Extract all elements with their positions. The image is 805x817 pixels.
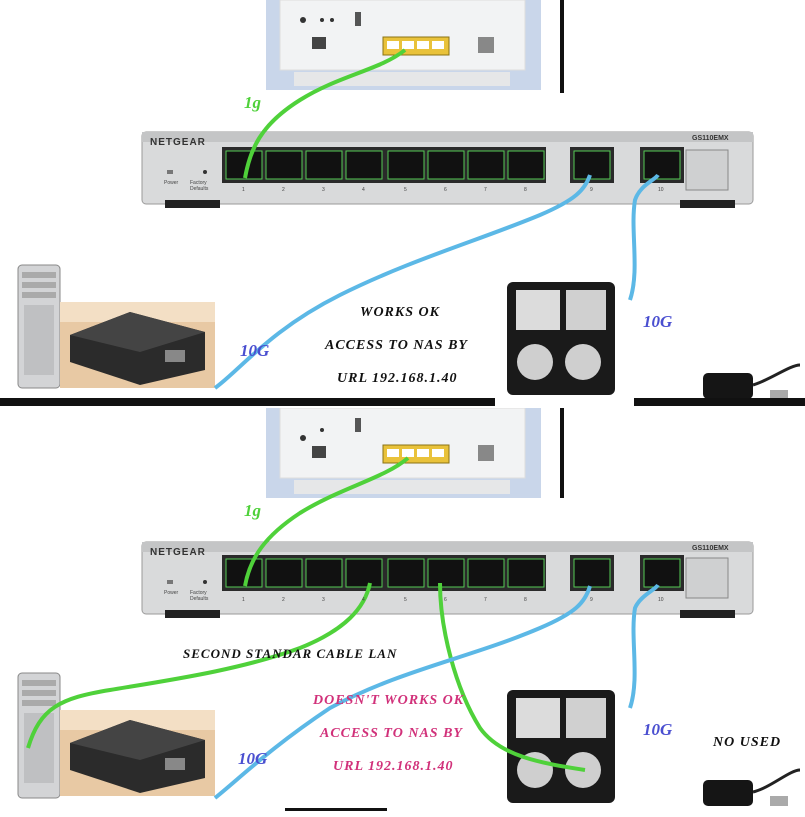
port-number: 7	[484, 597, 487, 603]
scenario-failing-panel: NETGEAR GS110EMX Power Factory Defaults …	[0, 408, 805, 816]
port-number: 6	[444, 187, 447, 193]
thunderbolt-10g-adapter	[60, 710, 215, 796]
switch-brand: NETGEAR	[150, 547, 206, 558]
power-label: Power	[164, 590, 179, 596]
factory-defaults-label: Factory Defaults	[190, 590, 209, 602]
port-number: 9	[590, 597, 593, 603]
power-label: Power	[164, 180, 179, 186]
port-number: 1	[242, 597, 245, 603]
panel-separator	[0, 398, 495, 406]
switch-brand: NETGEAR	[150, 137, 206, 148]
cable-nas-to-switch-port10	[628, 173, 660, 301]
port-number: 4	[362, 187, 365, 193]
router-device	[266, 0, 541, 90]
switch-ports	[225, 558, 681, 588]
switch-ports	[225, 150, 681, 180]
cable-router-to-switch-port1	[243, 48, 407, 179]
bottom-edge-line	[285, 808, 387, 811]
cable-mac-to-switch-port4-second-lan	[26, 582, 372, 749]
mac-link-speed-label: 10G	[238, 749, 268, 768]
router-link-speed-label: 1g	[244, 93, 261, 112]
switch-model: GS110EMX	[692, 545, 729, 552]
port-number: 1	[242, 187, 245, 193]
port-number: 3	[322, 597, 325, 603]
port-number: 7	[484, 187, 487, 193]
port-number: 5	[404, 597, 407, 603]
port-number: 2	[282, 597, 285, 603]
router-link-speed-label: 1g	[244, 501, 261, 520]
port-number: 3	[322, 187, 325, 193]
nas-link-speed-label: 10G	[643, 720, 673, 739]
cable-mac-to-switch-port9	[213, 585, 592, 800]
network-diagram-top	[0, 0, 805, 406]
second-cable-label: SECOND STANDAR CABLE LAN	[183, 646, 398, 661]
status-caption-line: ACCESS TO NAS BY	[325, 338, 468, 353]
port-number: 8	[524, 187, 527, 193]
port-number: 5	[404, 187, 407, 193]
mac-pro-computer	[17, 672, 61, 799]
cable-mac-to-switch-port9	[213, 174, 592, 390]
port-number: 10	[658, 187, 664, 193]
status-caption-line: DOESN'T WORKS OK	[313, 693, 465, 708]
divider-line	[560, 0, 564, 93]
cable-nas-to-switch-port10	[628, 583, 660, 709]
cable-switch-port6-to-nas	[438, 582, 586, 772]
port-number: 9	[590, 187, 593, 193]
port-number: 4	[362, 597, 365, 603]
mac-pro-computer	[17, 264, 61, 389]
port-number: 2	[282, 187, 285, 193]
switch-model: GS110EMX	[692, 135, 729, 142]
status-caption-line: URL 192.168.1.40	[333, 759, 454, 774]
status-caption-line: WORKS OK	[360, 305, 440, 320]
adapter-not-used-note: NO USED	[713, 735, 782, 750]
mac-link-speed-label: 10G	[240, 341, 270, 360]
cable-router-to-switch-port1	[243, 456, 410, 587]
nas-device	[507, 282, 615, 395]
status-caption-line: ACCESS TO NAS BY	[320, 726, 463, 741]
status-caption-line: URL 192.168.1.40	[337, 371, 458, 386]
nas-link-speed-label: 10G	[643, 312, 673, 331]
network-diagram-bottom	[17, 408, 801, 811]
port-number: 8	[524, 597, 527, 603]
panel-separator	[634, 398, 805, 406]
port-number: 10	[658, 597, 664, 603]
scenario-working-panel: NETGEAR GS110EMX Power Factory Defaults …	[0, 0, 805, 408]
router-device	[266, 408, 541, 498]
nas-device	[507, 690, 615, 803]
thunderbolt-10g-adapter	[60, 302, 215, 388]
divider-line	[560, 408, 564, 498]
factory-defaults-label: Factory Defaults	[190, 180, 209, 192]
usb-10g-adapter	[703, 363, 801, 400]
usb-10g-adapter	[703, 768, 801, 806]
port-number: 6	[444, 597, 447, 603]
